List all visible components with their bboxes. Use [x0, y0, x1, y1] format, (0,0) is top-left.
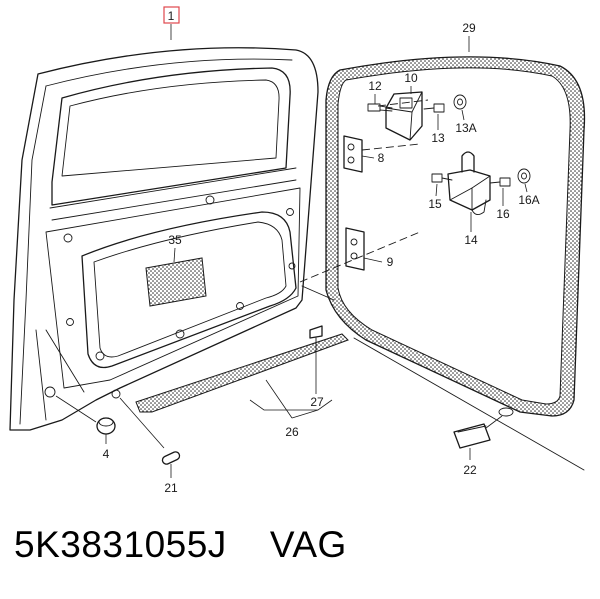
washer-16a [517, 168, 531, 184]
part-number-label: 5K3831055J VAG [14, 524, 347, 565]
damping-mat [145, 257, 207, 307]
callout-9: 9 [387, 255, 394, 269]
plug-4 [96, 417, 116, 435]
plate-9 [345, 227, 365, 271]
door-seal [325, 56, 586, 417]
callout-21: 21 [164, 481, 178, 495]
door-shell [9, 47, 319, 431]
callout-22: 22 [463, 463, 477, 477]
callout-14: 14 [464, 233, 478, 247]
plate-8 [343, 135, 363, 173]
callout-8: 8 [378, 151, 385, 165]
callout-29: 29 [462, 21, 476, 35]
callout-1: 1 [168, 9, 175, 23]
highlight-box [163, 6, 180, 24]
callout-16: 16 [496, 207, 510, 221]
clip-22 [453, 423, 491, 449]
callout-10: 10 [404, 71, 418, 85]
door-exploded-diagram: 1 29 12 10 13A 13 8 15 16 16A 14 9 35 27… [9, 6, 586, 495]
grommet-21 [161, 451, 181, 465]
bolt-13 [423, 103, 445, 113]
callout-35: 35 [168, 233, 182, 247]
bolt-12 [367, 103, 393, 112]
washer-13a [453, 94, 467, 110]
callout-12: 12 [368, 79, 382, 93]
callout-27: 27 [310, 395, 324, 409]
trim-strip [135, 333, 349, 413]
callout-15: 15 [428, 197, 442, 211]
callout-26: 26 [285, 425, 299, 439]
bolt-15 [431, 173, 453, 183]
bolt-16 [489, 177, 511, 187]
callout-4: 4 [103, 447, 110, 461]
clip-27 [309, 325, 323, 347]
upper-hinge [385, 91, 423, 141]
callout-13a: 13A [455, 121, 476, 135]
callout-13: 13 [431, 131, 445, 145]
callout-16a: 16A [518, 193, 539, 207]
lower-hinge [447, 151, 491, 215]
